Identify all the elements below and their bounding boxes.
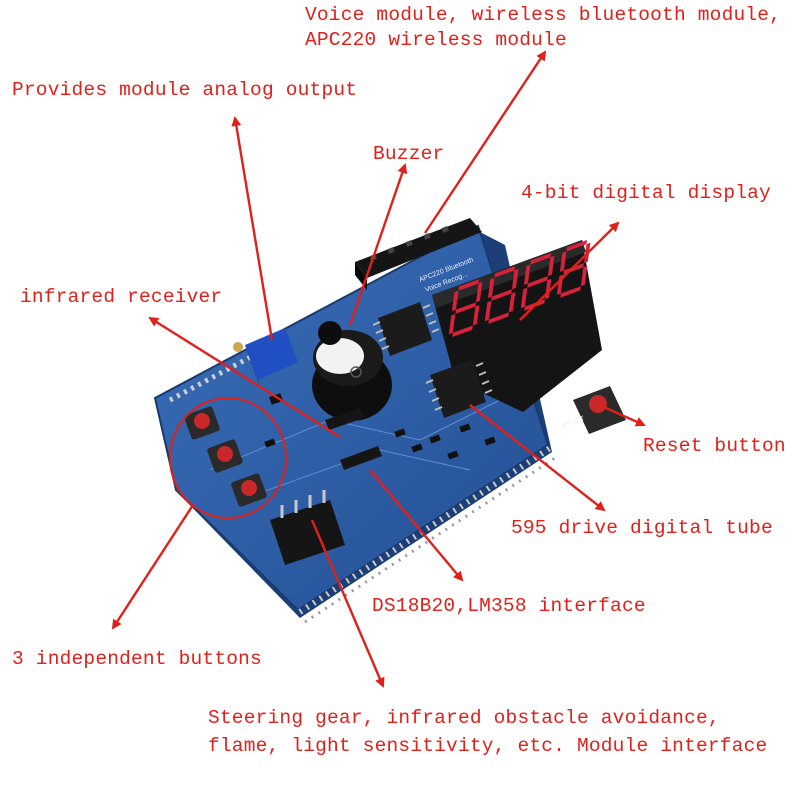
buttons-highlight-circle	[169, 397, 287, 519]
label-buzzer: Buzzer	[373, 143, 445, 165]
reset-push-button	[573, 386, 626, 434]
ic-chip-595	[425, 360, 493, 418]
silkscreen-reset: RESET	[561, 415, 586, 430]
servo-pin-header	[270, 490, 345, 565]
label-voice-module-line2: APC220 wireless module	[305, 29, 567, 51]
label-analog-output: Provides module analog output	[12, 79, 358, 101]
buzzer	[312, 321, 392, 421]
bluetooth-header	[355, 218, 482, 290]
arrow-drive-digital-tube	[469, 404, 606, 512]
arrow-independent-buttons	[111, 504, 195, 630]
push-button-3	[231, 473, 267, 507]
label-reset-button: Reset button	[643, 435, 786, 457]
arrow-ds18b20-interface	[369, 469, 464, 582]
arrow-module-interface	[310, 519, 385, 688]
label-ds18b20-interface: DS18B20,LM358 interface	[372, 595, 646, 617]
push-buttons	[184, 406, 267, 507]
label-drive-digital-tube: 595 drive digital tube	[511, 517, 773, 539]
push-button-2	[207, 439, 243, 473]
label-independent-buttons: 3 independent buttons	[12, 648, 262, 670]
arrow-digital-display	[519, 221, 620, 321]
push-button-1	[184, 406, 220, 440]
potentiometer	[233, 328, 298, 392]
label-module-interface-line1: Steering gear, infrared obstacle avoidan…	[208, 707, 720, 729]
arrow-voice-module	[423, 50, 547, 234]
arrow-infrared-receiver	[148, 316, 341, 439]
arrow-analog-output	[231, 116, 274, 341]
label-module-interface-line2: flame, light sensitivity, etc. Module in…	[208, 735, 768, 757]
sensor-header	[325, 408, 382, 470]
label-digital-display: 4-bit digital display	[521, 182, 771, 204]
annotation-arrows	[111, 50, 646, 688]
label-voice-module-line1: Voice module, wireless bluetooth module,	[305, 4, 782, 26]
arrow-reset-button	[596, 402, 646, 427]
arrow-buzzer	[348, 163, 408, 326]
label-infrared-receiver: infrared receiver	[20, 286, 223, 308]
ic-chip-upper	[372, 302, 440, 356]
bottom-pin-row	[298, 445, 556, 624]
